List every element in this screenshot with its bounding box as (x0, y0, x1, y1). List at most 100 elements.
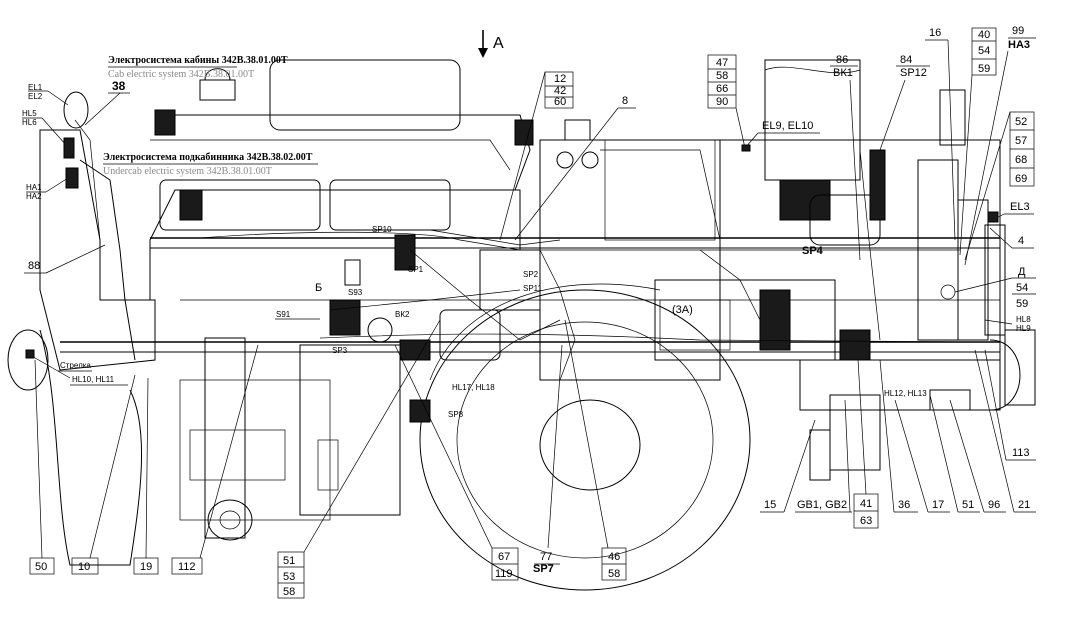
cab-system-title: Электросистема кабины 342В.38.01.00Т Cab… (84, 55, 288, 126)
svg-text:21: 21 (1018, 499, 1030, 511)
svg-text:15: 15 (764, 499, 776, 511)
callout-53: 53 (283, 571, 295, 583)
callout-hl8: HL8 (1016, 315, 1031, 324)
callout-10: 10 (71, 374, 136, 575)
callout-40: 40 (978, 29, 990, 41)
label-hl17: HL17, HL18 (452, 383, 495, 392)
callout-8: 8 (514, 95, 636, 241)
callout-51-left: 51 (283, 555, 295, 567)
label-s91: S91 (276, 310, 291, 319)
svg-text:GB1, GB2: GB1, GB2 (797, 499, 847, 511)
callout-hl5-group: HL5 HL6 (22, 109, 75, 159)
callout-12-group: 12 42 60 (499, 71, 574, 241)
callout-sp7: SP7 (533, 563, 554, 575)
callout-66: 66 (716, 83, 728, 95)
svg-text:112: 112 (178, 561, 196, 573)
svg-text:Стрелка: Стрелка (60, 361, 91, 370)
callout-ha-group: HA1 HA2 (26, 167, 79, 201)
callout-60: 60 (554, 96, 566, 108)
callout-hl8-group: HL8 HL9 (984, 315, 1031, 333)
svg-text:113: 113 (1012, 447, 1030, 459)
callout-51-right: 51 (929, 394, 980, 513)
callout-17: 17 (894, 399, 950, 513)
svg-text:96: 96 (988, 499, 1000, 511)
callout-63: 63 (860, 515, 872, 527)
callout-el-group: EL1 EL2 (28, 83, 89, 129)
callout-58-left: 58 (283, 586, 295, 598)
label-sp10: SP10 (372, 225, 392, 234)
callout-40-group: 40 54 59 (959, 27, 997, 256)
callout-hl9: HL9 (1016, 324, 1031, 333)
callout-ha3: НА3 (1008, 39, 1030, 51)
callout-16: 16 (925, 27, 956, 241)
callout-sp12: SP12 (900, 67, 927, 79)
svg-text:51: 51 (962, 499, 974, 511)
machine-drawing (7, 59, 1036, 591)
callout-67-group: 67 119 (394, 344, 519, 581)
svg-text:HL10, HL11: HL10, HL11 (72, 375, 115, 384)
svg-text:36: 36 (898, 499, 910, 511)
callout-hl5: HL5 (22, 109, 37, 118)
callout-21: 21 (974, 349, 1036, 513)
callout-84-group: 84 SP12 (879, 54, 930, 151)
callout-96: 96 (949, 399, 1006, 513)
callout-54-right: 54 (1016, 282, 1028, 294)
label-sp1: SP1 (408, 265, 424, 274)
svg-text:10: 10 (78, 561, 90, 573)
inner-labels: SP10 SP1 SP2 SP11 Б S93 S91 ВК2 SP3 HL17… (275, 225, 927, 419)
callout-gb: GB1, GB2 (795, 399, 852, 513)
svg-text:88: 88 (28, 260, 40, 272)
callout-59: 59 (978, 63, 990, 75)
callout-77-group: 77 SP7 (533, 344, 563, 575)
callout-41: 41 (860, 498, 872, 510)
label-sp11: SP11 (523, 284, 543, 293)
label-sp8: SP8 (448, 410, 464, 419)
callout-36: 36 (879, 359, 918, 513)
label-s93: S93 (348, 288, 363, 297)
callout-47: 47 (716, 57, 728, 69)
callout-99-group: 99 НА3 (964, 25, 1036, 266)
callout-46-group: 46 58 (564, 319, 627, 581)
arrow-head-icon (478, 48, 488, 58)
label-3a: (3А) (672, 304, 693, 316)
svg-text:50: 50 (35, 561, 47, 573)
undercab-title-en: Undercab electric system 342B.38.01.00T (103, 166, 272, 177)
svg-text:EL9, EL10: EL9, EL10 (762, 120, 813, 132)
label-b: Б (315, 282, 322, 294)
callout-52: 52 (1015, 116, 1027, 128)
callout-19: 19 (133, 377, 159, 575)
svg-text:8: 8 (622, 95, 628, 107)
undercab-title-ru: Электросистема подкабинника 342В.38.02.0… (103, 152, 313, 163)
callout-15: 15 (760, 419, 816, 513)
callout-88: 88 (24, 244, 106, 274)
label-sp3: SP3 (332, 346, 348, 355)
callout-el2: EL2 (28, 92, 43, 101)
callout-50: 50 (29, 359, 55, 575)
label-sp2: SP2 (523, 270, 539, 279)
callout-59-right: 59 (1016, 298, 1028, 310)
callout-el3: EL3 (987, 201, 1034, 223)
callout-90: 90 (716, 96, 728, 108)
view-label: A (493, 35, 504, 52)
callout-strelka: Стрелка (58, 361, 92, 372)
callout-77: 77 (540, 551, 552, 563)
callout-hl6: HL6 (22, 118, 37, 127)
callout-57: 57 (1015, 135, 1027, 147)
callout-68: 68 (1015, 154, 1027, 166)
svg-text:19: 19 (140, 561, 152, 573)
label-hl12: HL12, HL13 (884, 389, 927, 398)
callout-ha1: HA1 (26, 183, 42, 192)
callout-58-bottom: 58 (608, 568, 620, 580)
callout-vk1: ВК1 (833, 67, 853, 79)
callout-el9: EL9, EL10 (741, 120, 820, 152)
callout-12: 12 (554, 73, 566, 85)
callout-99: 99 (1012, 25, 1024, 37)
callout-86: 86 (836, 54, 848, 66)
svg-text:16: 16 (929, 27, 941, 39)
callout-51-group: 51 53 58 (277, 319, 441, 599)
callout-58: 58 (716, 70, 728, 82)
label-sp4: SP4 (802, 245, 824, 257)
cab-callout: 38 (112, 79, 126, 93)
callout-84: 84 (900, 54, 912, 66)
